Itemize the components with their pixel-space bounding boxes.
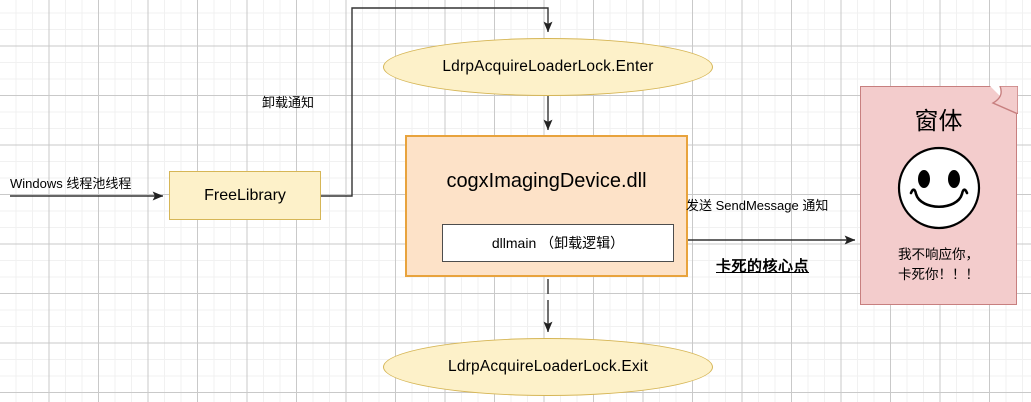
window-note-text: 我不响应你， 卡死你！！！ <box>861 245 1016 285</box>
node-ldrp-acquire-loader-lock-enter[interactable]: LdrpAcquireLoaderLock.Enter <box>383 38 713 96</box>
ellipse-enter-label: LdrpAcquireLoaderLock.Enter <box>442 58 654 75</box>
edge-label-unload-notify: 卸载通知 <box>262 95 315 110</box>
free-library-label: FreeLibrary <box>204 186 286 204</box>
window-note-text-line1: 我不响应你， <box>898 247 979 262</box>
window-note-title: 窗体 <box>914 108 963 135</box>
edge-label-send-message: 发送 SendMessage 通知 <box>686 198 829 213</box>
ellipse-exit-label: LdrpAcquireLoaderLock.Exit <box>448 358 648 375</box>
edge-freelibrary-to-enter <box>321 7 553 197</box>
node-window-note[interactable]: 窗体 我不响应你， 卡死你！！！ <box>860 85 1018 305</box>
node-free-library[interactable]: FreeLibrary <box>169 171 321 220</box>
node-cogx-imaging-device-dll[interactable]: cogxImagingDevice.dll dllmain （卸载逻辑） <box>405 135 688 277</box>
edge-label-core-point: 卡死的核心点 <box>716 258 810 275</box>
node-ldrp-acquire-loader-lock-exit[interactable]: LdrpAcquireLoaderLock.Exit <box>383 338 713 396</box>
edge-label-windows-thread: Windows 线程池线程 <box>10 176 132 191</box>
node-dllmain[interactable]: dllmain （卸载逻辑） <box>442 224 674 262</box>
smiley-face-icon <box>897 146 980 230</box>
dllmain-label: dllmain （卸载逻辑） <box>491 235 625 251</box>
dll-title-label: cogxImagingDevice.dll <box>446 170 647 192</box>
window-note-text-line2: 卡死你！！！ <box>898 267 979 282</box>
folded-corner-icon <box>989 85 1018 114</box>
